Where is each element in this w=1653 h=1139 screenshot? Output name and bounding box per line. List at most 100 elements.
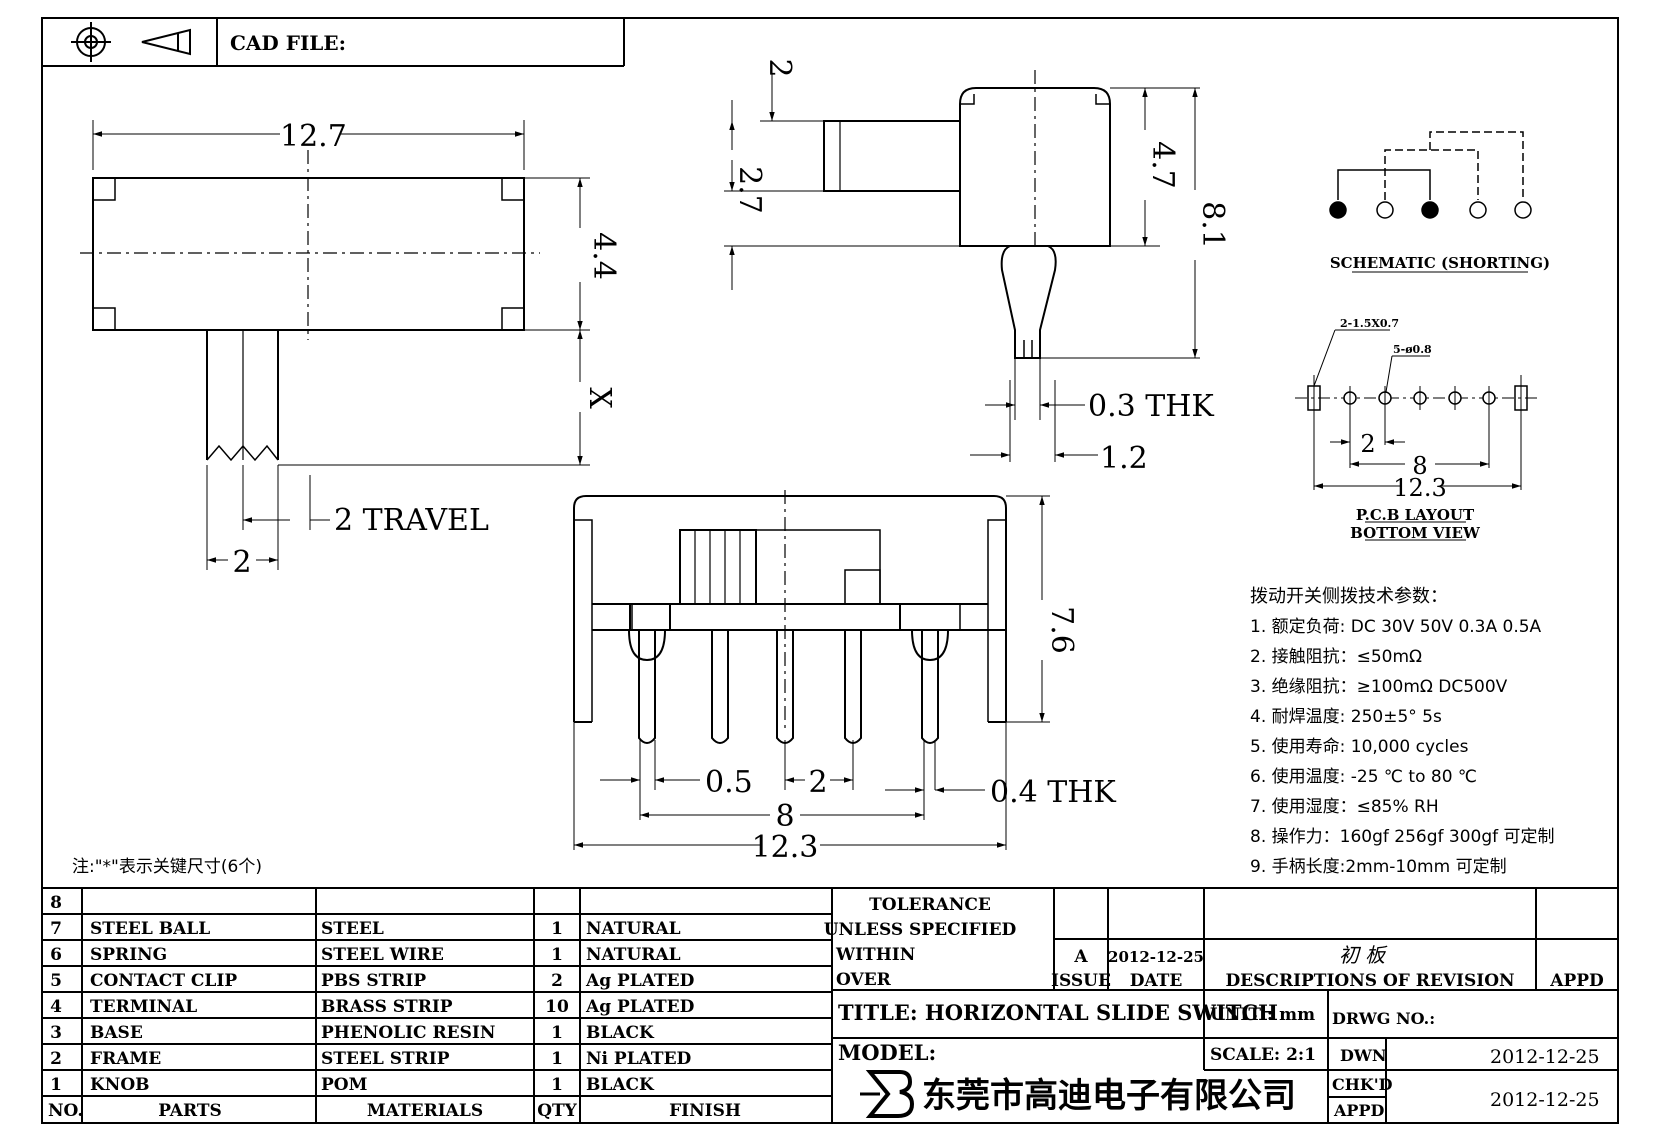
dim-side-2: 2 bbox=[762, 58, 797, 77]
bom-qty: QTY bbox=[537, 1101, 577, 1121]
bom-material: POM bbox=[321, 1075, 368, 1095]
schematic-diagram bbox=[1329, 131, 1532, 273]
terminal-pin bbox=[711, 630, 729, 744]
company-logo-icon bbox=[860, 1070, 915, 1118]
bom-part: PARTS bbox=[158, 1101, 222, 1121]
terminal-shoulder bbox=[911, 629, 949, 662]
within-label: WITHIN bbox=[835, 945, 915, 965]
dim-side-2-7: 2.7 bbox=[732, 166, 767, 214]
pcb-dim-8: 8 bbox=[1412, 452, 1427, 480]
bom-material: STEEL bbox=[321, 919, 384, 939]
pcb-round-hole bbox=[1482, 386, 1496, 410]
bom-no: 7 bbox=[50, 919, 62, 939]
pcb-rect-hole-label: 2-1.5X0.7 bbox=[1340, 317, 1399, 330]
bom-finish: NATURAL bbox=[586, 919, 681, 939]
scale-label: SCALE: 2:1 bbox=[1210, 1045, 1316, 1065]
bom-material: MATERIALS bbox=[367, 1101, 483, 1121]
bom-qty: 1 bbox=[551, 919, 563, 939]
bom-no: 3 bbox=[50, 1023, 62, 1043]
bom-finish: BLACK bbox=[586, 1023, 655, 1043]
bom-part: CONTACT CLIP bbox=[90, 971, 237, 991]
model-label: MODEL: bbox=[838, 1040, 936, 1065]
dim-side-1-2: 1.2 bbox=[1100, 441, 1148, 476]
spec-line: 8. 操作力：160gf 256gf 300gf 可定制 bbox=[1250, 827, 1555, 847]
bom-qty: 1 bbox=[551, 1023, 563, 1043]
pcb-round-hole bbox=[1413, 386, 1427, 410]
bom-table-grid bbox=[42, 887, 1618, 1123]
front-pins bbox=[628, 629, 949, 744]
spec-line: 9. 手柄长度:2mm-10mm 可定制 bbox=[1250, 857, 1507, 877]
dim-12-7: 12.7 bbox=[280, 119, 347, 154]
bom-no: NO. bbox=[48, 1101, 83, 1121]
terminal-pin bbox=[638, 630, 656, 744]
title-block-grid bbox=[832, 888, 1618, 1123]
dim-side-thk: 0.3 THK bbox=[1088, 389, 1214, 424]
terminal-pin bbox=[844, 630, 862, 744]
bom-material: STEEL STRIP bbox=[321, 1049, 450, 1069]
terminal-shoulder bbox=[628, 629, 666, 662]
spec-line: 6. 使用温度: -25 ℃ to 80 ℃ bbox=[1250, 766, 1477, 787]
bom-no: 6 bbox=[50, 945, 62, 965]
date-label: DATE bbox=[1130, 971, 1183, 991]
dim-x: X bbox=[582, 387, 617, 409]
side-view bbox=[724, 70, 1200, 462]
pcb-round-hole bbox=[1378, 386, 1392, 410]
bom-no: 5 bbox=[50, 971, 62, 991]
note-key-dims: 注:"*"表示关键尺寸(6个) bbox=[72, 857, 262, 877]
specs-title: 拨动开关侧拨技术参数： bbox=[1250, 586, 1448, 607]
revision-desc-label: DESCRIPTIONS OF REVISION bbox=[1225, 971, 1514, 991]
spec-line: 4. 耐焊温度: 250±5° 5s bbox=[1250, 707, 1442, 727]
spec-line: 5. 使用寿命: 10,000 cycles bbox=[1250, 736, 1469, 757]
pcb-round-hole-label: 5-ø0.8 bbox=[1393, 343, 1432, 356]
dim-side-4-7: 4.7 bbox=[1145, 141, 1180, 189]
bom-finish: Ag PLATED bbox=[585, 971, 695, 991]
bom-material: PHENOLIC RESIN bbox=[321, 1023, 495, 1043]
dwn-date: 2012-12-25 bbox=[1490, 1046, 1600, 1068]
bom-finish: Ni PLATED bbox=[586, 1049, 692, 1069]
pcb-dim-2: 2 bbox=[1360, 430, 1375, 458]
dim-knob-2: 2 bbox=[232, 545, 251, 580]
over-label: OVER bbox=[836, 970, 892, 990]
bom-no: 2 bbox=[50, 1049, 62, 1069]
bom-part: KNOB bbox=[90, 1075, 150, 1095]
bom-row: 8 bbox=[50, 893, 62, 913]
pcb-round-hole bbox=[1343, 386, 1357, 410]
bom-no: 8 bbox=[50, 893, 62, 913]
spec-line: 2. 接触阻抗：≤50mΩ bbox=[1250, 647, 1422, 667]
bom-finish: Ag PLATED bbox=[585, 997, 695, 1017]
dim-front-12-3: 12.3 bbox=[752, 830, 819, 865]
spec-line: 7. 使用湿度：≤85% RH bbox=[1250, 796, 1439, 817]
bom-finish: NATURAL bbox=[586, 945, 681, 965]
pcb-round-hole bbox=[1448, 386, 1462, 410]
bom-material: BRASS STRIP bbox=[321, 997, 453, 1017]
pcb-holes bbox=[1343, 386, 1496, 410]
bom-qty: 2 bbox=[551, 971, 563, 991]
appd-label: APPD bbox=[1333, 1101, 1384, 1120]
pcb-caption-2: BOTTOM VIEW bbox=[1350, 524, 1481, 542]
bom-qty: 10 bbox=[545, 997, 569, 1017]
pcb-caption-1: P.C.B LAYOUT bbox=[1356, 506, 1475, 524]
dwn-label: DWN bbox=[1340, 1046, 1386, 1065]
bom-part: SPRING bbox=[90, 945, 167, 965]
front-view-dims bbox=[573, 495, 1050, 850]
dim-front-8: 8 bbox=[775, 799, 794, 834]
appd-header: APPD bbox=[1549, 971, 1604, 991]
issue-value: A bbox=[1073, 947, 1088, 967]
tolerance-label-2: UNLESS SPECIFIED bbox=[824, 920, 1017, 940]
dim-front-2: 2 bbox=[808, 765, 827, 800]
dim-side-8-1: 8.1 bbox=[1195, 201, 1230, 249]
dim-4-4: 4.4 bbox=[586, 232, 621, 280]
bom-part: FRAME bbox=[90, 1049, 161, 1069]
bom-part: TERMINAL bbox=[90, 997, 197, 1017]
spec-line: 1. 额定负荷: DC 30V 50V 0.3A 0.5A bbox=[1250, 617, 1542, 637]
dim-front-7-6: 7.6 bbox=[1044, 606, 1079, 654]
projection-symbol-icon bbox=[71, 22, 191, 62]
bom-qty: 1 bbox=[551, 1075, 563, 1095]
